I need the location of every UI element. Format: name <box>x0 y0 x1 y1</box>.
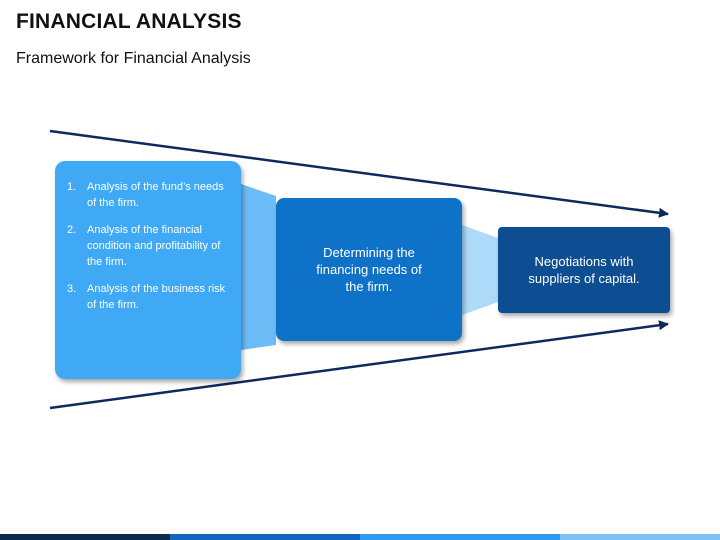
list-number: 3. <box>67 283 77 295</box>
connector-1 <box>241 184 276 350</box>
top-arrow <box>49 129 669 218</box>
footer-segment <box>360 534 560 540</box>
footer-segment <box>170 534 360 540</box>
financing-needs-text: Determining the financing needs of the f… <box>316 245 422 294</box>
bottom-arrow <box>49 320 669 410</box>
list-text: Analysis of the business risk of the fir… <box>87 283 226 311</box>
list-item: 3. Analysis of the business risk of the … <box>67 281 231 313</box>
negotiations-box: Negotiations with suppliers of capital. <box>498 227 670 313</box>
footer-bar <box>0 534 720 540</box>
analysis-box: 1. Analysis of the fund’s needs of the f… <box>55 161 241 379</box>
list-item: 1. Analysis of the fund’s needs of the f… <box>67 179 231 211</box>
negotiations-text: Negotiations with suppliers of capital. <box>528 254 640 286</box>
page-title: FINANCIAL ANALYSIS <box>16 10 242 33</box>
list-item: 2. Analysis of the financial condition a… <box>67 222 231 270</box>
page-subtitle: Framework for Financial Analysis <box>16 50 251 67</box>
footer-segment <box>0 534 170 540</box>
list-text: Analysis of the financial condition and … <box>87 224 221 268</box>
financing-needs-box: Determining the financing needs of the f… <box>276 198 462 341</box>
list-number: 1. <box>67 181 77 193</box>
footer-segment <box>560 534 720 540</box>
list-number: 2. <box>67 224 77 236</box>
list-text: Analysis of the fund’s needs of the firm… <box>87 181 224 209</box>
connector-2 <box>462 225 498 315</box>
analysis-list: 1. Analysis of the fund’s needs of the f… <box>67 179 231 313</box>
